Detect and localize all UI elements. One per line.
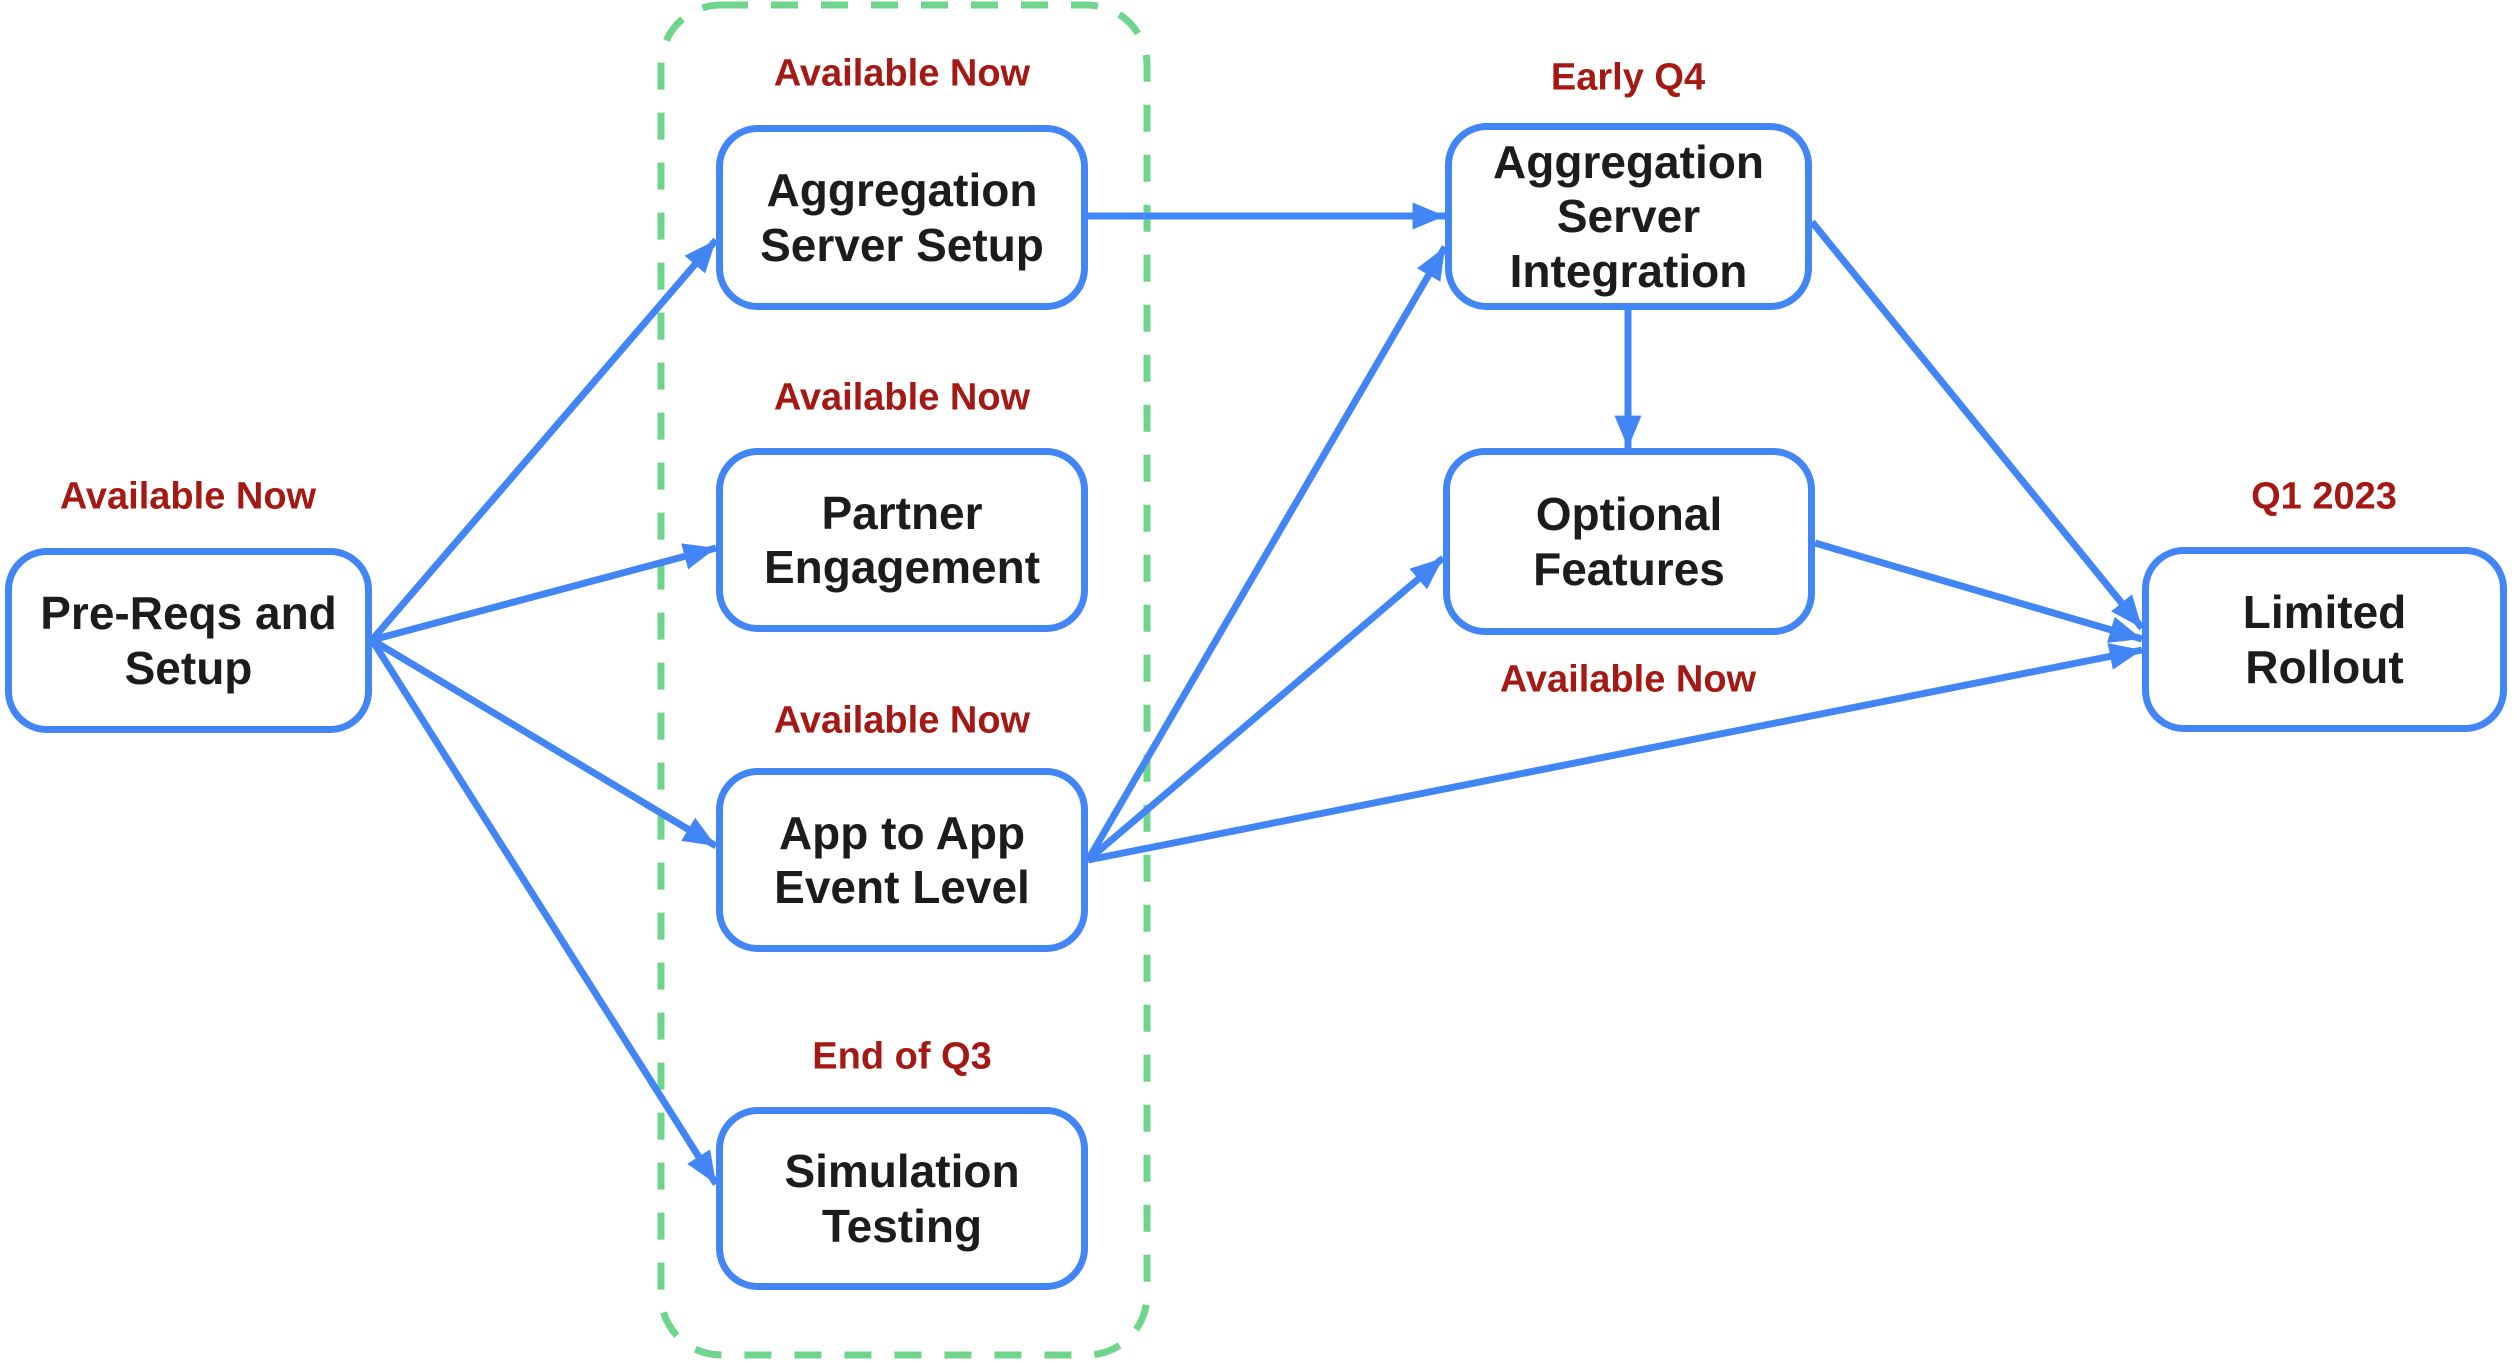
edge-pre-reqs-to-aggregation-server-setup <box>369 237 719 643</box>
edge-integration-to-limited-rollout <box>1809 219 2145 631</box>
edge-pre-reqs-to-simulation-testing <box>369 638 719 1186</box>
node-partner-engagement: Partner Engagement <box>716 448 1088 632</box>
edge-pre-reqs-to-app-to-app <box>370 636 718 850</box>
node-label: App to App Event Level <box>774 806 1030 913</box>
status-label-app-to-app: Available Now <box>773 699 1031 742</box>
node-aggregation-server-setup: Aggregation Server Setup <box>716 125 1088 310</box>
status-label-partner-engagement: Available Now <box>773 376 1031 419</box>
edge-optional-features-to-limited-rollout <box>1814 539 2143 643</box>
node-simulation-testing: Simulation Testing <box>716 1107 1088 1290</box>
node-label: Optional Features <box>1533 488 1725 595</box>
node-optional-features: Optional Features <box>1443 448 1815 635</box>
node-label: Simulation Testing <box>784 1145 1020 1252</box>
status-label-simulation-testing: End of Q3 <box>812 1035 992 1078</box>
node-label: Aggregation Server Integration <box>1493 136 1764 297</box>
node-label: Limited Rollout <box>2242 586 2407 693</box>
node-label: Partner Engagement <box>763 486 1041 593</box>
status-label-limited-rollout: Q1 2023 <box>2251 475 2397 518</box>
edge-pre-reqs-to-partner-engagement <box>371 543 717 644</box>
status-label-pre-reqs: Available Now <box>59 475 317 518</box>
edge-app-to-app-to-integration <box>1084 245 1449 862</box>
node-label: Aggregation Server Setup <box>760 164 1044 271</box>
status-label-aggregation-server-integration: Early Q4 <box>1550 56 1706 99</box>
node-pre-reqs-and-setup: Pre-Reqs and Setup <box>5 548 372 733</box>
status-label-optional-features: Available Now <box>1499 658 1757 701</box>
node-app-to-app-event-level: App to App Event Level <box>716 768 1088 952</box>
edge-app-to-app-to-optional-features <box>1085 555 1446 863</box>
node-limited-rollout: Limited Rollout <box>2142 547 2507 732</box>
node-aggregation-server-integration: Aggregation Server Integration <box>1445 123 1812 310</box>
status-label-aggregation-server-setup: Available Now <box>773 52 1031 95</box>
node-label: Pre-Reqs and Setup <box>40 587 337 694</box>
